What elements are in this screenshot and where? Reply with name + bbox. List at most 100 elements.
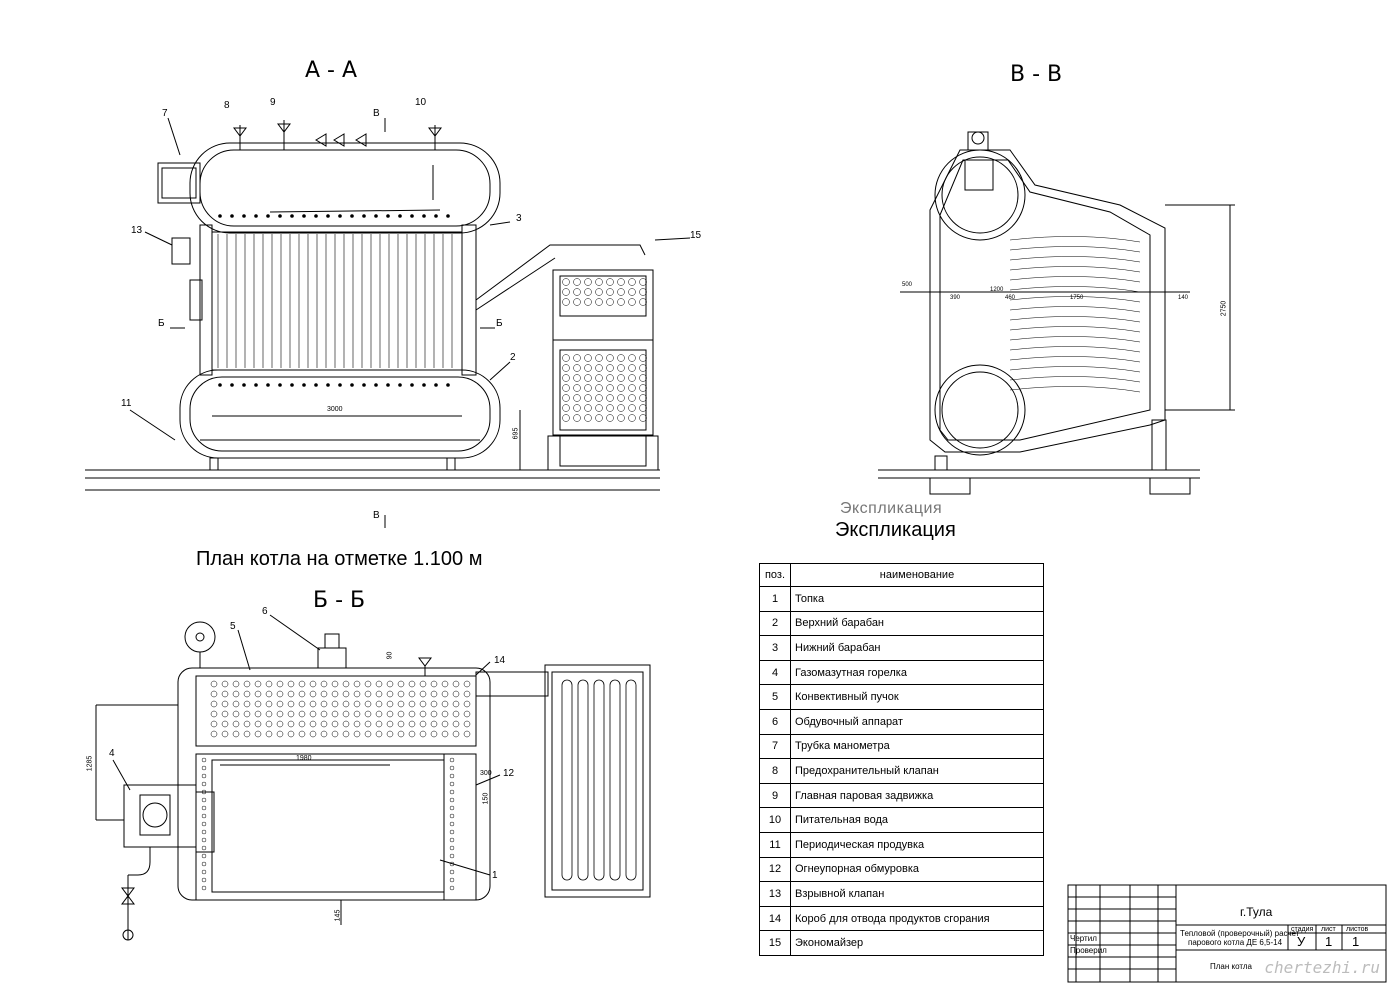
bb-econ-coil <box>609 679 621 881</box>
econ-tube <box>639 278 647 286</box>
econ-tube <box>573 404 581 412</box>
bb-tube <box>397 680 405 688</box>
econ-tube <box>617 298 625 306</box>
econ-tube <box>639 394 647 402</box>
econ-tube <box>573 394 581 402</box>
econ-tube <box>617 374 625 382</box>
bb-tube <box>397 690 405 698</box>
stamp-header-stadiya: стадия <box>1291 926 1314 933</box>
bb-wall-tube <box>449 805 455 811</box>
bb-tube <box>265 690 273 698</box>
econ-tube <box>595 288 603 296</box>
tube-dot <box>242 214 246 218</box>
bb-tube <box>430 680 438 688</box>
bb-wall-tube <box>449 845 455 851</box>
bb-wall-tube <box>449 829 455 835</box>
stamp-value-list: 1 <box>1325 934 1333 949</box>
bb-tube <box>221 700 229 708</box>
header-pos: поз. <box>759 563 791 587</box>
bb-wall-tube <box>449 821 455 827</box>
econ-tube <box>584 414 592 422</box>
tube-dot <box>230 214 234 218</box>
bb-tube <box>276 700 284 708</box>
tube-dot <box>362 214 366 218</box>
callout-5: 5 <box>230 621 236 632</box>
econ-tube <box>606 298 614 306</box>
bb-tube <box>441 700 449 708</box>
watermark: chertezhi.ru <box>1264 958 1380 977</box>
econ-tube <box>606 374 614 382</box>
tube-dot <box>254 383 258 387</box>
callout-14: 14 <box>494 655 506 666</box>
bb-tube <box>463 690 471 698</box>
bb-tube <box>243 680 251 688</box>
bb-tube <box>364 720 372 728</box>
econ-tube <box>595 298 603 306</box>
stamp-header-list: лист <box>1321 926 1336 933</box>
tube-dot <box>386 383 390 387</box>
callout-13: 13 <box>131 225 143 236</box>
bb-tube <box>276 690 284 698</box>
econ-tube <box>573 278 581 286</box>
bb-wall-tube <box>201 757 207 763</box>
stamp-row-chertil: Чертил <box>1070 934 1097 943</box>
econ-tube <box>617 404 625 412</box>
bb-tube <box>419 690 427 698</box>
explication-pos: 10 <box>759 807 791 833</box>
bb-tube <box>243 690 251 698</box>
bb-econ-coil <box>577 679 589 881</box>
bb-wall-tube <box>201 813 207 819</box>
vv-tube <box>1009 336 1141 343</box>
bb-tube <box>419 700 427 708</box>
bb-tube <box>419 720 427 728</box>
econ-tube <box>628 414 636 422</box>
bb-tube <box>331 680 339 688</box>
bb-tube <box>320 710 328 718</box>
econ-tube <box>584 288 592 296</box>
econ-tube <box>639 354 647 362</box>
bb-tube <box>364 710 372 718</box>
econ-tube <box>562 364 570 372</box>
bb-tube <box>375 680 383 688</box>
bb-tube <box>386 700 394 708</box>
tube-dot <box>362 383 366 387</box>
econ-tube <box>628 364 636 372</box>
dim-vv-f: 140 <box>1178 295 1189 301</box>
bb-tube <box>221 710 229 718</box>
explication-pos: 6 <box>759 708 791 735</box>
bb-tube <box>342 720 350 728</box>
bb-tube <box>221 690 229 698</box>
tube-dot <box>266 214 270 218</box>
bb-tube <box>287 710 295 718</box>
explication-name: Короб для отвода продуктов сгорания <box>790 905 1044 932</box>
bb-tube <box>353 700 361 708</box>
explication-name: Топка <box>790 586 1044 612</box>
bb-wall-tube <box>201 885 207 891</box>
bb-tube <box>375 700 383 708</box>
bb-tube <box>419 730 427 738</box>
bb-tube <box>309 690 317 698</box>
bb-tube <box>364 680 372 688</box>
econ-tube <box>628 404 636 412</box>
tube-dot <box>302 383 306 387</box>
econ-tube <box>573 374 581 382</box>
bb-tube <box>441 710 449 718</box>
econ-tube <box>617 364 625 372</box>
tube-dot <box>434 214 438 218</box>
econ-tube <box>562 278 570 286</box>
vv-tube <box>1009 326 1141 333</box>
bb-wall-tube <box>449 869 455 875</box>
bb-tube <box>430 690 438 698</box>
econ-tube <box>617 288 625 296</box>
vv-tube <box>1009 376 1141 383</box>
econ-tube <box>639 384 647 392</box>
tube-dot <box>290 214 294 218</box>
bb-tube <box>342 710 350 718</box>
tube-dot <box>218 383 222 387</box>
bb-tube <box>298 700 306 708</box>
bb-tube <box>386 690 394 698</box>
callout-2: 2 <box>510 352 516 363</box>
